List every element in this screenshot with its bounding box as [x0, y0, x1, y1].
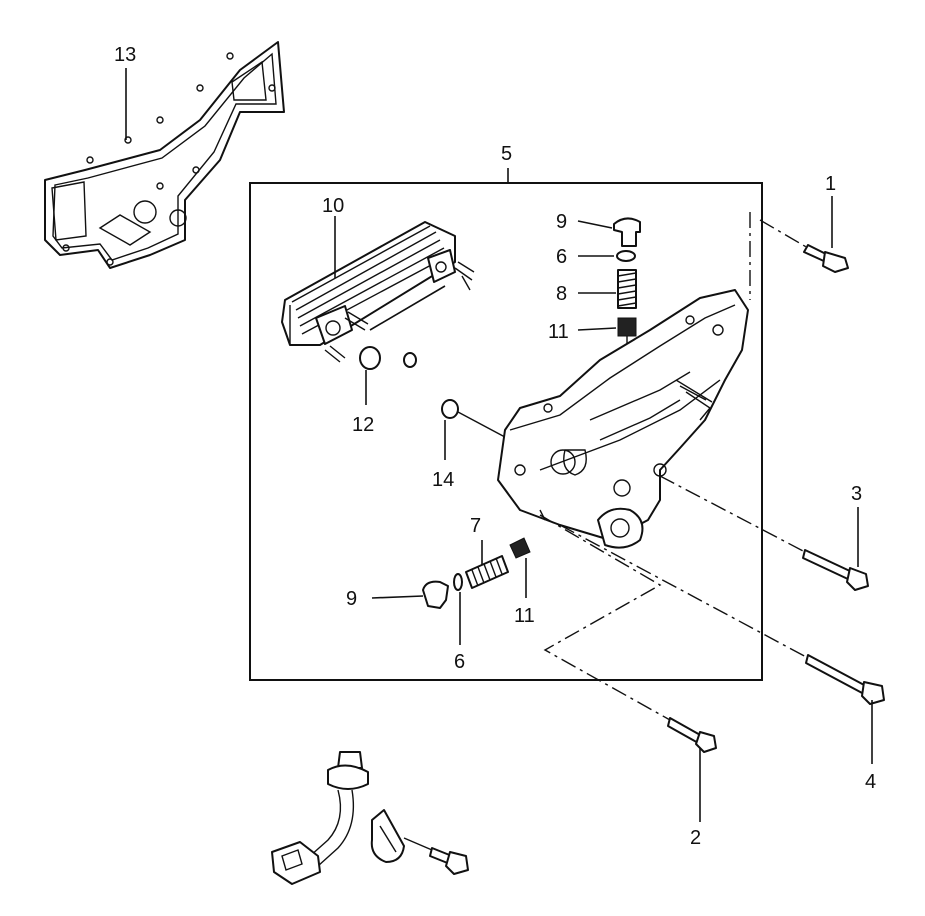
callout-14: 14: [432, 469, 454, 491]
callout-13: 13: [114, 44, 136, 66]
bolt-2: [667, 717, 717, 753]
callout-7: 7: [470, 515, 481, 537]
bolt-4: [805, 654, 885, 705]
callout-11-lower: 11: [514, 605, 535, 627]
o-ring-12a: [359, 346, 381, 370]
oil-pressure-switch: [271, 751, 369, 885]
callout-4: 4: [865, 771, 876, 793]
oil-cooler-10: [281, 221, 475, 363]
wire-clamp: [370, 809, 405, 863]
filter-base-housing: [497, 289, 749, 549]
lower-valve-stack: [422, 537, 531, 609]
clamp-bolt: [429, 847, 469, 875]
callout-2: 2: [690, 827, 701, 849]
assembly-frame: [249, 182, 763, 681]
callout-6-upper: 6: [556, 246, 567, 268]
callout-1: 1: [825, 173, 836, 195]
callout-11-upper: 11: [548, 321, 569, 343]
callout-5: 5: [501, 143, 512, 165]
callout-9-lower: 9: [346, 588, 357, 610]
callout-6-lower: 6: [454, 651, 465, 673]
o-ring-12b: [403, 352, 417, 368]
callout-10: 10: [322, 195, 344, 217]
callout-12: 12: [352, 414, 374, 436]
upper-valve-stack: [613, 217, 641, 470]
gasket-13: [44, 41, 285, 269]
callout-3: 3: [851, 483, 862, 505]
bolt-3: [802, 549, 869, 591]
callout-9-upper: 9: [556, 211, 567, 233]
callout-8: 8: [556, 283, 567, 305]
bolt-1: [803, 244, 849, 273]
o-ring-14: [441, 399, 459, 419]
